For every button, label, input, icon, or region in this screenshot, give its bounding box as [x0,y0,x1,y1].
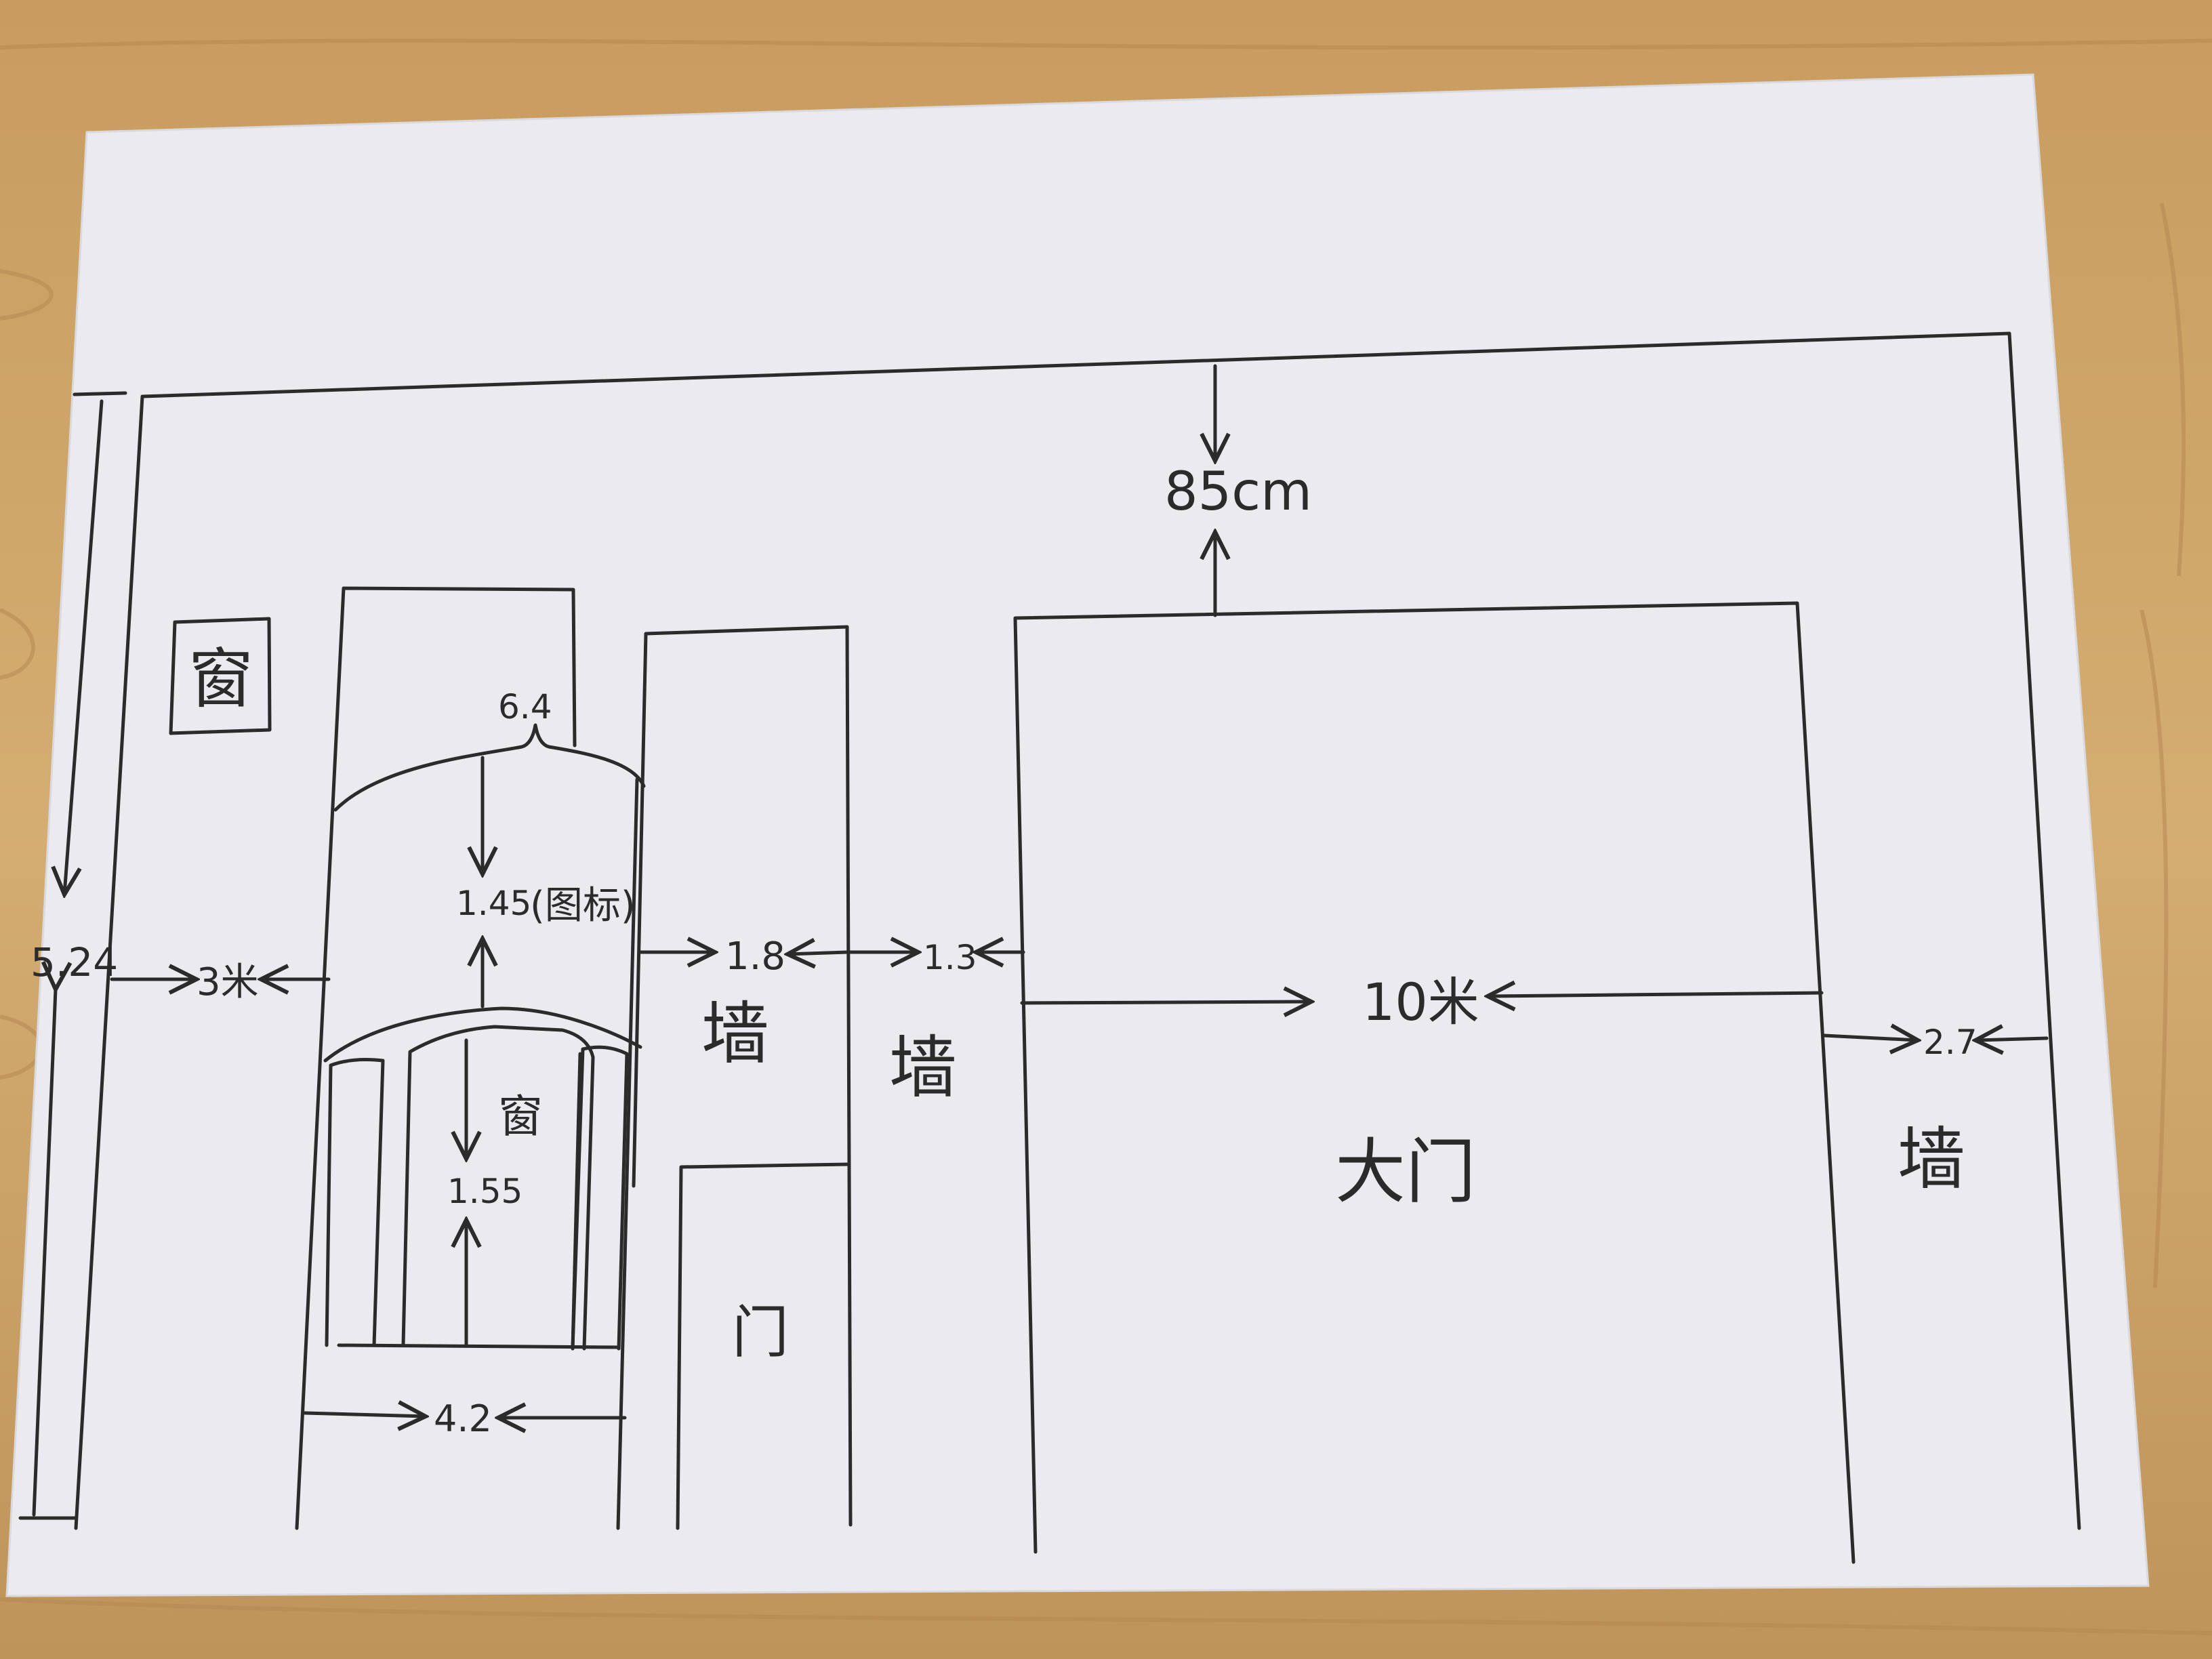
left-gap-dimension: 3米 [110,960,331,1004]
wall-width-1-label: 1.8 [725,935,785,979]
arched-window [323,1006,642,1351]
arched-window-label: 窗 [498,1090,543,1143]
door-label: 门 [732,1299,789,1366]
window-tower [295,586,639,1530]
right-wall-width-label: 2.7 [1923,1023,1978,1062]
right-wall: 2.7 墙 [1822,1023,2049,1199]
wall-label-2: 墙 [889,1028,957,1107]
logo-height-dimension: 1.45 (图标) [456,756,636,1008]
arch-width-dimension: 6.4 [333,687,646,812]
wood-grain [0,39,2212,1635]
window-width-label: 4.2 [434,1397,492,1440]
gate-width-label: 10米 [1362,972,1479,1032]
door: 门 [676,1162,851,1530]
wall-width-2-label: 1.3 [923,938,977,977]
outer-frame [74,331,2081,1530]
wall-label-3: 墙 [1898,1120,1965,1199]
gate-label: 大门 [1335,1130,1476,1213]
main-gate: 大门 [1013,601,1856,1564]
arch-width-label: 6.4 [498,687,552,726]
top-clearance-label: 85cm [1164,462,1312,523]
logo-height-label: 1.45 [456,884,531,923]
window-width-dimension: 4.2 [303,1397,627,1440]
small-window: 窗 [169,617,272,735]
wall-2: 1.3 墙 [846,938,1025,1107]
small-window-label: 窗 [188,641,253,717]
window-height-dimension: 1.55 窗 [447,1038,543,1347]
wall-1: 1.8 墙 [632,625,853,1527]
paper-sheet [5,73,2150,1597]
window-height-label: 1.55 [447,1172,523,1211]
top-clearance-dimension: 85cm [1164,364,1312,617]
height-dimension: 5.24 [18,391,127,1520]
wall-label-1: 墙 [701,994,769,1073]
logo-note: (图标) [530,884,636,928]
left-gap-label: 3米 [197,960,259,1004]
total-height-label: 5.24 [30,939,118,985]
gate-width-dimension: 10米 [1020,972,1824,1032]
